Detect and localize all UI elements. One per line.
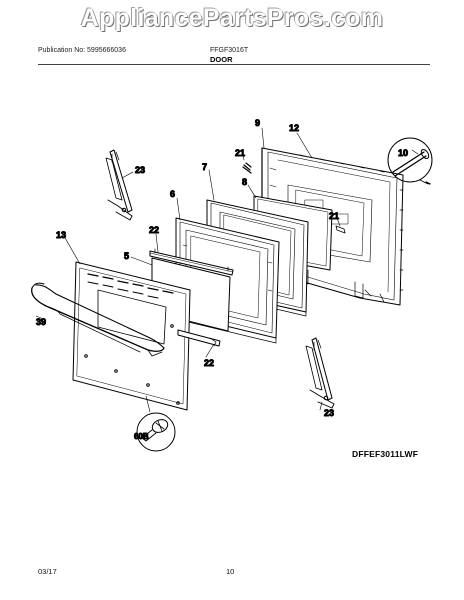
callout-60b: 60B xyxy=(134,432,149,441)
hinge-23-lower xyxy=(305,337,335,409)
hinge-pin-detail-circle xyxy=(387,137,433,185)
header-rule xyxy=(38,64,430,65)
outer-door-13 xyxy=(72,261,191,411)
callout-23-upper: 23 xyxy=(135,165,145,175)
section-title: DOOR xyxy=(210,55,233,64)
hinge-23-upper xyxy=(105,149,133,221)
callout-10: 10 xyxy=(398,148,408,158)
footer-date: 03/17 xyxy=(38,567,57,576)
publication-number: Publication No: 5995666036 xyxy=(38,47,126,54)
callout-7: 7 xyxy=(202,162,207,172)
callout-22-upper: 22 xyxy=(149,225,159,235)
callout-22-lower: 22 xyxy=(204,358,214,368)
callout-21-right: 21 xyxy=(329,211,339,221)
callout-8: 8 xyxy=(242,177,247,187)
channel-strip-22-upper xyxy=(149,248,234,276)
watermark-logo: AppliancePartsPros.com xyxy=(80,4,384,32)
door-handle-39 xyxy=(31,282,165,357)
channel-strip-22-lower xyxy=(177,329,221,347)
screw-21-top xyxy=(241,149,252,174)
screw-21-right xyxy=(335,225,346,234)
screw-60b-detail-circle xyxy=(136,395,176,452)
model-number: FFGF3016T xyxy=(210,47,249,54)
diagram-id: DFFEF3011LWF xyxy=(352,449,419,459)
callout-5: 5 xyxy=(124,251,129,261)
callout-12: 12 xyxy=(289,123,299,133)
callout-9: 9 xyxy=(255,118,260,128)
callout-23-lower: 23 xyxy=(324,408,334,418)
footer-page-number: 10 xyxy=(226,567,235,576)
leader-lines xyxy=(35,127,419,411)
callout-13: 13 xyxy=(56,230,66,240)
callout-6: 6 xyxy=(170,189,175,199)
callout-39: 39 xyxy=(36,317,46,327)
callout-21-top: 21 xyxy=(235,148,245,158)
